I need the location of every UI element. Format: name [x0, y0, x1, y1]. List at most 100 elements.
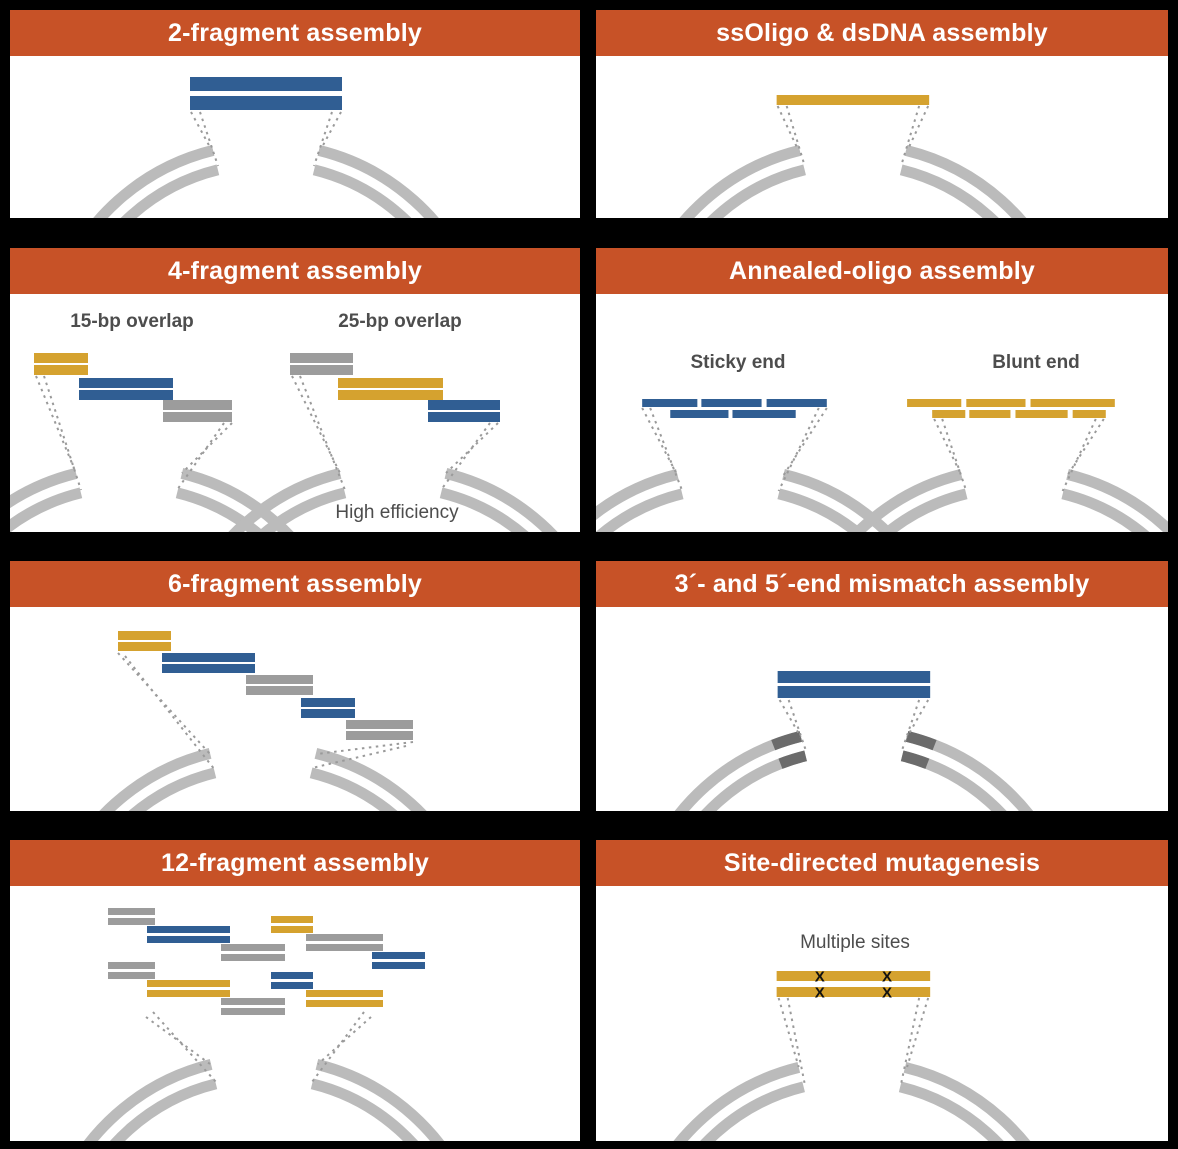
panel-body: [596, 56, 1168, 218]
panel-2-fragment-assembly: 2-fragment assembly: [10, 10, 580, 218]
panel-ssoligo-dsdna-assembly: ssOligo & dsDNA assembly: [596, 10, 1168, 218]
dna-fragment-bar: [766, 399, 827, 407]
panel-title: 2-fragment assembly: [168, 18, 422, 47]
assembly-diagram: [674, 671, 1033, 811]
dna-fragment-bar: [221, 954, 285, 961]
junction-dashed-line: [776, 105, 799, 150]
dna-fragment-bar: [163, 400, 232, 410]
plasmid-backbone-arc: [228, 468, 342, 532]
plasmid-backbone-arc: [777, 488, 866, 532]
dna-fragment-bar: [246, 675, 313, 684]
dna-fragment-bar: [221, 1008, 285, 1015]
junction-dashed-line: [316, 741, 414, 755]
plasmid-backbone-arc: [10, 487, 83, 532]
dna-fragment-bar: [118, 642, 171, 651]
panel-title-bar: 12-fragment assembly: [10, 840, 580, 886]
dna-fragment-bar: [776, 95, 930, 105]
dna-fragment-bar: [108, 962, 155, 969]
assembly-diagram: [596, 399, 1168, 532]
dna-fragment-bar: [190, 77, 342, 91]
dna-fragment-bar: [670, 410, 729, 418]
panel-title-bar: 3´- and 5´-end mismatch assembly: [596, 561, 1168, 607]
dna-fragment-bar: [732, 410, 796, 418]
panel-title-bar: ssOligo & dsDNA assembly: [596, 10, 1168, 56]
plasmid-backbone-arc: [309, 767, 398, 811]
panel-title: Site-directed mutagenesis: [723, 848, 1041, 877]
mutation-x-mark: X: [815, 969, 825, 986]
dna-fragment-bar: [306, 1000, 383, 1007]
panel-4-fragment-assembly: 4-fragment assembly 15-bp overlap 25-bp …: [10, 248, 580, 532]
junction-dashed-line: [641, 407, 679, 476]
plasmid-backbone-arc: [899, 164, 999, 218]
dna-fragment-bar: [190, 96, 342, 110]
dna-fragment-bar: [79, 378, 173, 388]
panel-title: ssOligo & dsDNA assembly: [716, 18, 1048, 47]
panel-body: 15-bp overlap 25-bp overlap High efficie…: [10, 294, 580, 532]
dna-fragment-bar: [306, 944, 383, 951]
panel-title-bar: 2-fragment assembly: [10, 10, 580, 56]
junction-dashed-line: [907, 105, 930, 150]
junction-dashed-line: [900, 997, 921, 1085]
plasmid-backbone-arc: [903, 1062, 1031, 1141]
junction-dashed-line: [190, 111, 212, 150]
plasmid-backbone-arc: [850, 469, 963, 532]
dna-fragment-bar: [246, 686, 313, 695]
plasmid-backbone-arc: [110, 1078, 218, 1141]
dna-fragment-bar: [372, 952, 425, 959]
plasmid-backbone-arc: [120, 164, 220, 218]
dna-fragment-bar: [642, 399, 698, 407]
dna-fragment-bar: [346, 720, 413, 729]
plasmid-backbone-arc: [879, 488, 968, 532]
junction-dashed-line: [311, 745, 407, 769]
dna-fragment-bar: [777, 686, 931, 698]
panel-body: [10, 56, 580, 218]
dna-fragment-bar: [301, 709, 355, 718]
dna-fragment-bar: [907, 399, 962, 407]
mismatch-end-segment: [900, 750, 930, 769]
plasmid-backbone-arc: [782, 469, 895, 532]
junction-dashed-line: [152, 1011, 217, 1083]
mutation-x-mark: X: [882, 985, 892, 1002]
panel-title-bar: Site-directed mutagenesis: [596, 840, 1168, 886]
assembly-diagram: [10, 353, 558, 532]
junction-dashed-line: [649, 407, 684, 492]
dna-fragment-bar: [306, 990, 383, 997]
panel-annealed-oligo-assembly: Annealed-oligo assembly Sticky end Blunt…: [596, 248, 1168, 532]
plasmid-backbone-arc: [314, 748, 427, 811]
plasmid-backbone-arc: [10, 468, 78, 509]
dna-fragment-bar: [932, 410, 966, 418]
junction-dashed-line: [778, 699, 802, 738]
plasmid-backbone-arc: [898, 1081, 1004, 1141]
plasmid-backbone-arc: [84, 1059, 213, 1141]
dna-fragment-bar: [79, 390, 173, 400]
panel-6-fragment-assembly: 6-fragment assembly: [10, 561, 580, 811]
panel-title: 6-fragment assembly: [168, 569, 422, 598]
mismatch-end-segment: [778, 750, 808, 769]
junction-dashed-line: [291, 375, 341, 474]
plasmid-backbone-arc: [175, 487, 265, 532]
dna-fragment-bar: [271, 926, 313, 933]
junction-dashed-line: [317, 1016, 372, 1065]
plasmid-backbone-arc: [128, 767, 217, 811]
dna-fragment-bar: [1030, 399, 1115, 407]
junction-dashed-line: [777, 407, 820, 492]
junction-dashed-line: [311, 1011, 365, 1083]
panel-title-bar: Annealed-oligo assembly: [596, 248, 1168, 294]
panel-title-bar: 4-fragment assembly: [10, 248, 580, 294]
dna-fragment-bar: [701, 399, 762, 407]
dna-fragment-bar: [147, 926, 230, 933]
panel-end-mismatch-assembly: 3´- and 5´-end mismatch assembly: [596, 561, 1168, 811]
panel-title: Annealed-oligo assembly: [728, 256, 1036, 285]
dna-fragment-bar: [271, 982, 313, 989]
panel-body: [10, 886, 580, 1141]
dna-fragment-bar: [338, 390, 443, 400]
dna-fragment-bar: [1072, 410, 1106, 418]
plasmid-backbone-arc: [700, 1081, 805, 1141]
dna-fragment-bar: [776, 971, 931, 981]
mutation-x-mark: X: [882, 969, 892, 986]
plasmid-backbone-arc: [444, 468, 558, 532]
assembly-diagram: [679, 95, 1027, 218]
dna-fragment-bar: [290, 365, 353, 375]
junction-dashed-line: [199, 111, 219, 167]
